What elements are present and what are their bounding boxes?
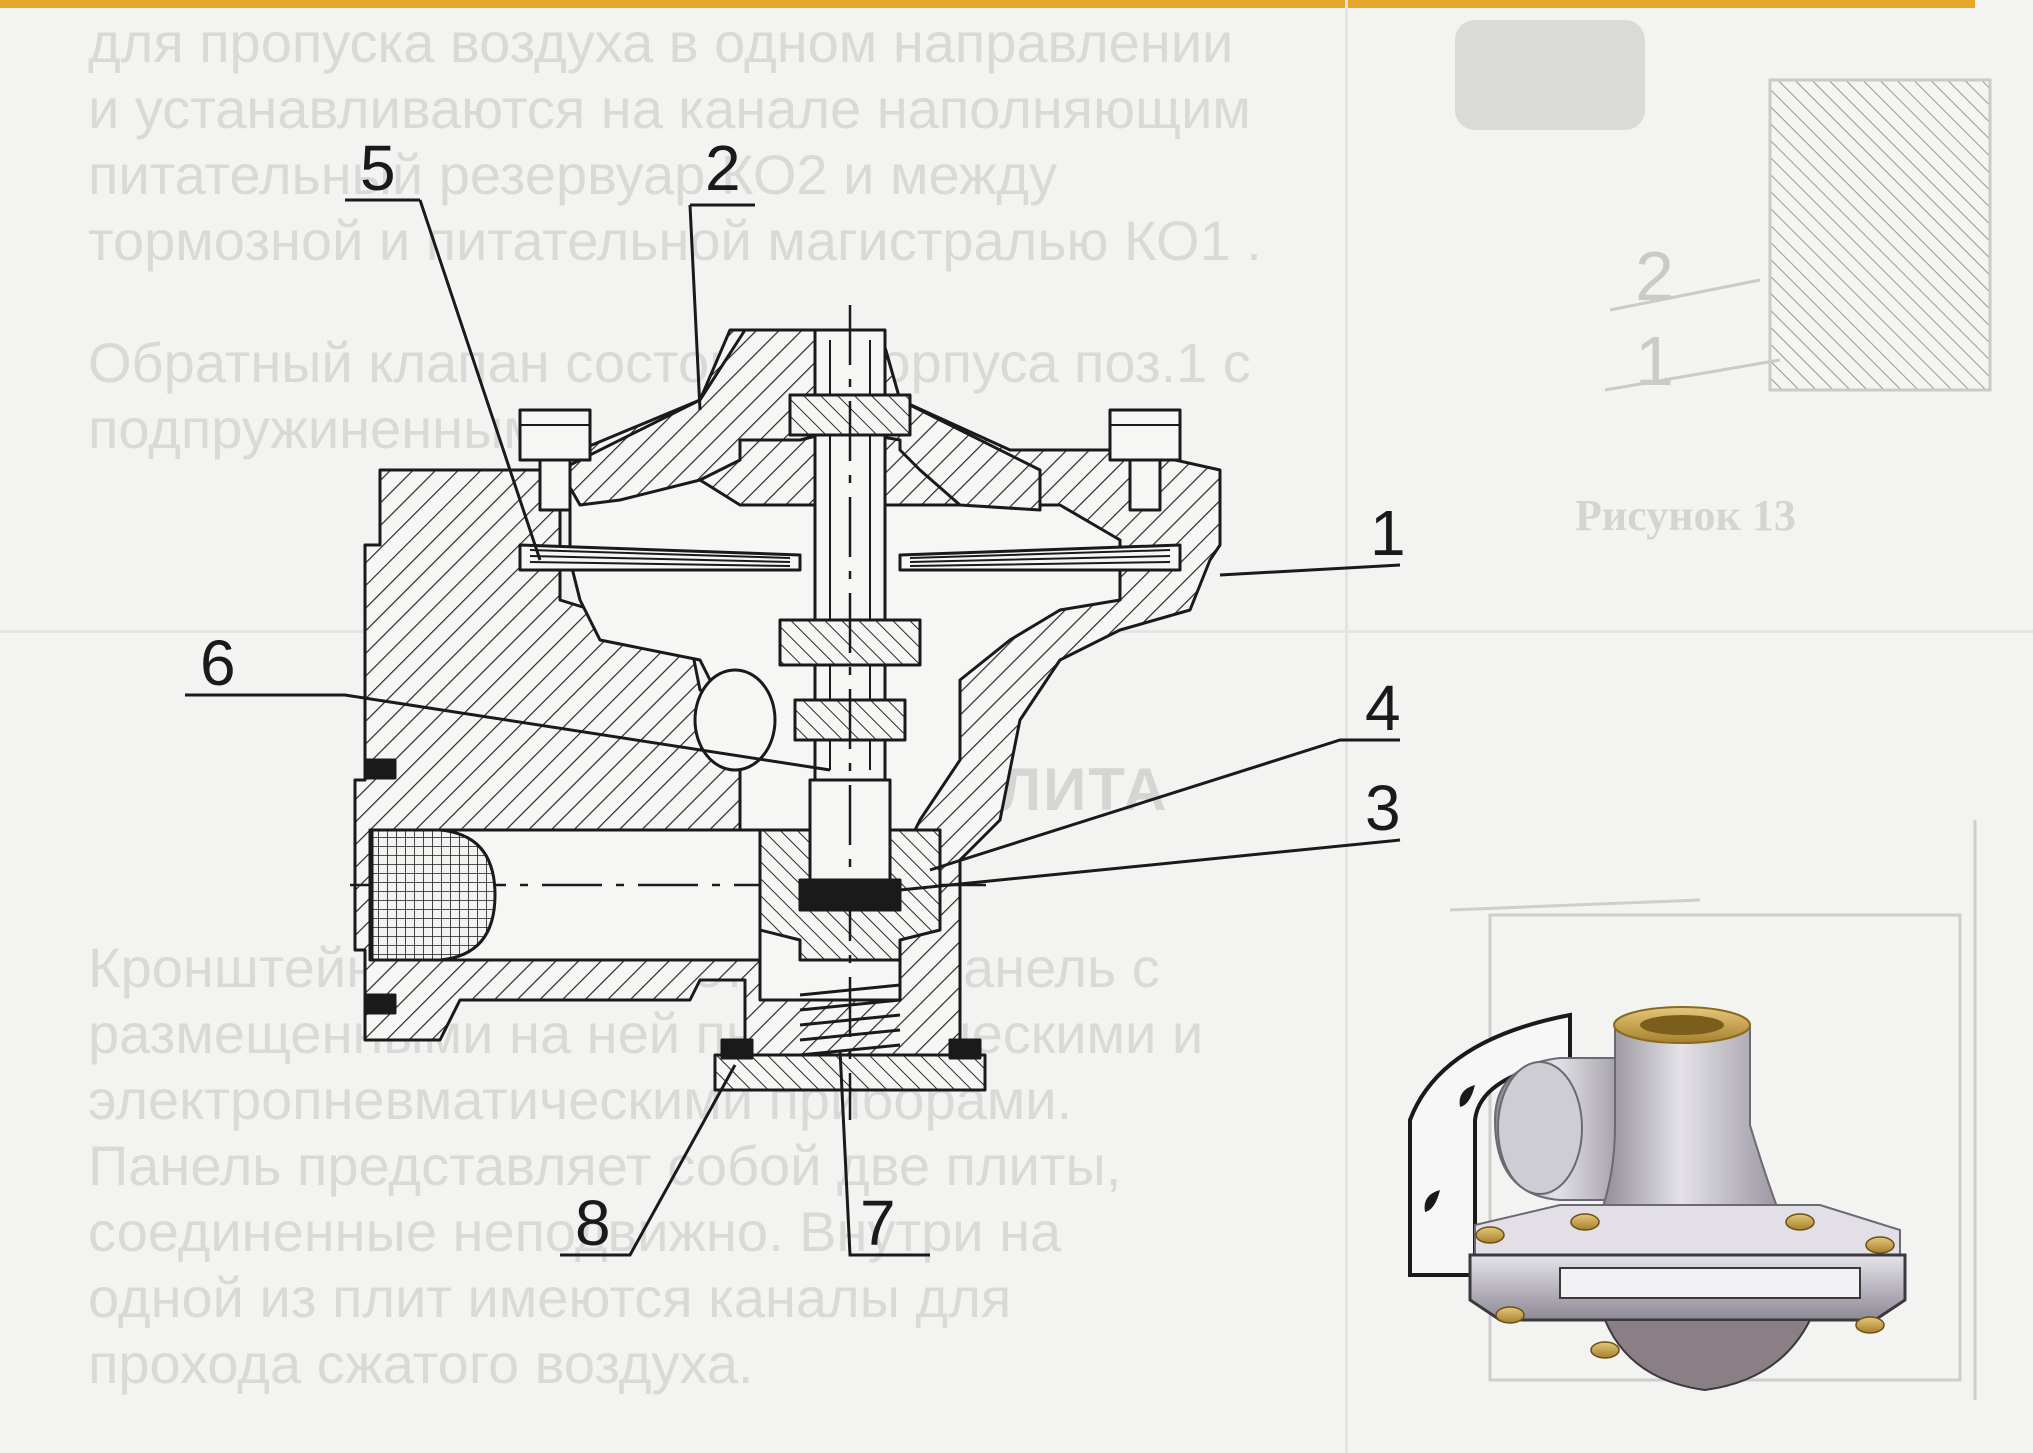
right-bolt bbox=[1108, 408, 1182, 512]
leader-6 bbox=[185, 693, 831, 772]
plug-top bbox=[363, 758, 397, 780]
inset-label-2: 2 bbox=[1635, 237, 1674, 315]
flange-top bbox=[1474, 1204, 1901, 1256]
bg-line: для пропуска воздуха в одном направлении bbox=[88, 11, 1234, 74]
bracket-hole bbox=[1424, 1190, 1440, 1212]
bg-line: Панель представляет собой две плиты, bbox=[88, 1134, 1122, 1197]
bolt-head bbox=[1865, 1236, 1895, 1254]
inset-leader bbox=[1609, 278, 1761, 312]
brass-fitting-bore bbox=[1640, 1015, 1724, 1035]
bg-line: и устанавливаются на канале наполняющим bbox=[88, 77, 1251, 140]
bolt-head bbox=[1495, 1306, 1525, 1324]
left-bolt bbox=[518, 408, 592, 512]
leader-2 bbox=[688, 203, 755, 411]
leader-7 bbox=[838, 1049, 930, 1257]
bg-line: прохода сжатого воздуха. bbox=[88, 1332, 754, 1395]
side-port-face bbox=[1497, 1061, 1583, 1195]
leader-3 bbox=[899, 838, 1401, 892]
bg-line: размещенными на ней пневматическими и bbox=[88, 1002, 1204, 1065]
check-valve-cross-section bbox=[350, 305, 1222, 1120]
bottom-dome bbox=[1603, 1319, 1812, 1392]
bg-line: соединенные неподвижно. Внутри на bbox=[88, 1200, 1062, 1263]
callout-1: 1 bbox=[1370, 497, 1406, 569]
bolt-head bbox=[1855, 1316, 1885, 1334]
bracket-hole bbox=[1459, 1085, 1475, 1107]
leader-1 bbox=[1219, 563, 1401, 577]
bolt-head bbox=[1570, 1213, 1600, 1231]
bolt-head bbox=[1590, 1341, 1620, 1359]
bolt-head bbox=[1785, 1213, 1815, 1231]
bg-line: одной из плит имеются каналы для bbox=[88, 1266, 1012, 1329]
plug-bottom bbox=[363, 993, 397, 1015]
leader-5 bbox=[345, 198, 542, 561]
callout-6: 6 bbox=[200, 627, 236, 699]
callout-2: 2 bbox=[705, 132, 741, 204]
callout-leaders bbox=[185, 198, 1401, 1257]
upper-neck bbox=[1598, 1024, 1782, 1216]
inset-block bbox=[1455, 20, 1645, 130]
callout-5: 5 bbox=[360, 132, 396, 204]
bottom-seal-left bbox=[720, 1038, 754, 1060]
callout-4: 4 bbox=[1365, 672, 1401, 744]
accent-bar bbox=[0, 0, 1975, 8]
dimension-line bbox=[1449, 898, 1701, 912]
flange-slot bbox=[1559, 1267, 1861, 1299]
background-paragraph-1: для пропуска воздуха в одном направлении… bbox=[88, 10, 1348, 274]
background-inset-drawing: 2 1 bbox=[1455, 20, 1992, 400]
valve-3d-render bbox=[1408, 1006, 1907, 1392]
figure-caption: Рисунок 13 bbox=[1575, 491, 1796, 540]
leader-8 bbox=[560, 1064, 737, 1257]
bg-line: питательный резервуар КО2 и между bbox=[88, 143, 1058, 206]
callout-3: 3 bbox=[1365, 772, 1401, 844]
callout-7: 7 bbox=[860, 1187, 896, 1259]
inset-leader bbox=[1604, 358, 1781, 392]
strainer-mesh bbox=[370, 828, 497, 962]
background-paragraph-2: Обратный клапан состоит из корпуса поз.1… bbox=[88, 330, 1348, 462]
bolt-head bbox=[1475, 1226, 1505, 1244]
diaphragm-lines bbox=[529, 549, 1171, 567]
callout-8: 8 bbox=[575, 1187, 611, 1259]
leader-4 bbox=[929, 738, 1400, 872]
inset-label-1: 1 bbox=[1635, 322, 1674, 400]
bg-line: тормозной и питательной магистралью КО1 … bbox=[88, 209, 1262, 272]
bg-line: подпружиненным bbox=[88, 397, 542, 460]
inset-section bbox=[1768, 78, 1992, 392]
bg-line: Обратный клапан состоит из корпуса поз.1… bbox=[88, 331, 1251, 394]
bottom-seal-right bbox=[948, 1038, 982, 1060]
oval-port bbox=[693, 668, 777, 772]
vertical-divider bbox=[1345, 0, 1348, 1453]
